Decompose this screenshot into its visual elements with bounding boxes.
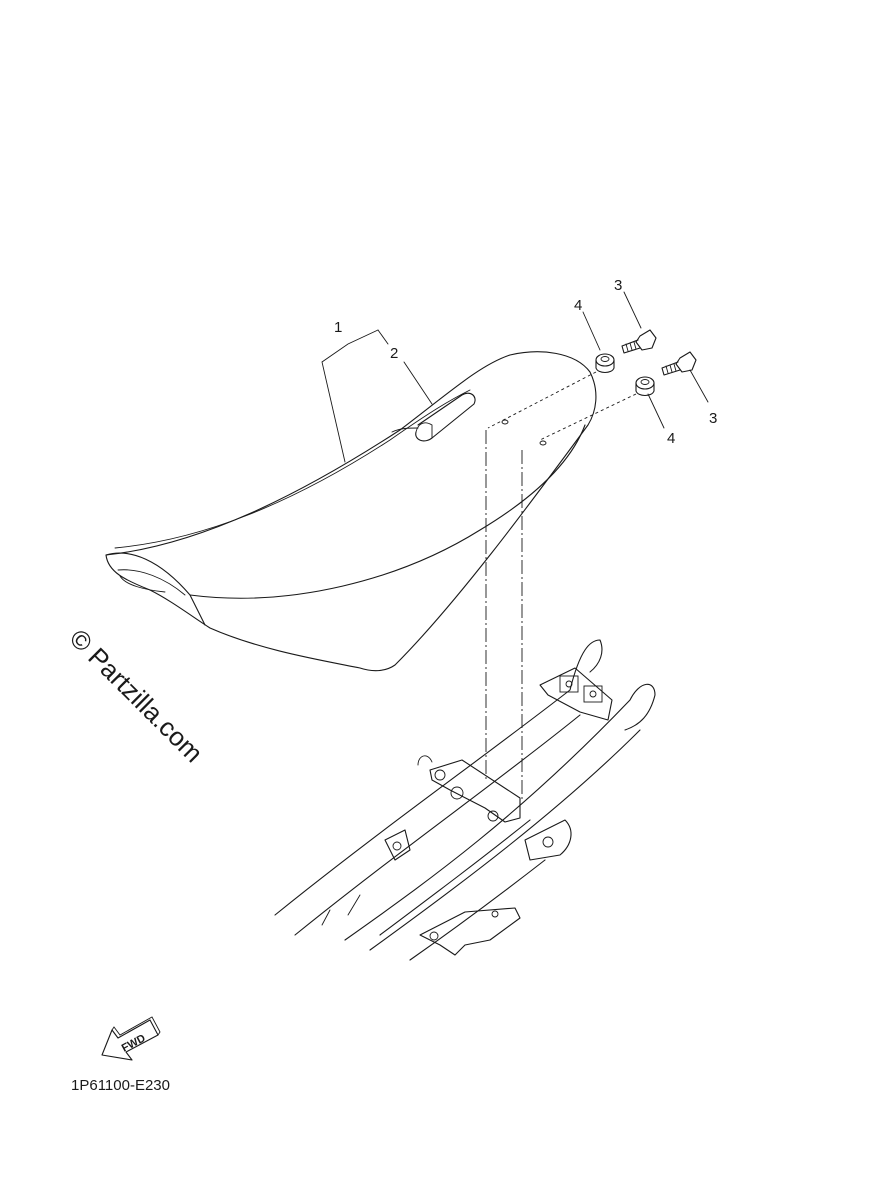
diagram-code: 1P61100-E230 (71, 1077, 170, 1094)
callout-part-2: 2 (390, 345, 398, 362)
collar-upper (595, 353, 615, 374)
assembly-lines (485, 371, 637, 800)
leader-lines (321, 291, 709, 463)
bolt-upper (621, 329, 657, 354)
callout-part-4-upper: 4 (574, 297, 582, 314)
frame-drawing (274, 639, 656, 961)
callout-part-3-upper: 3 (614, 277, 622, 294)
bolt-lower (661, 351, 697, 376)
callout-part-1: 1 (334, 319, 342, 336)
seat-drawing (105, 351, 597, 672)
callout-part-3-lower: 3 (709, 410, 717, 427)
fwd-arrow-icon: FWD (101, 1016, 161, 1061)
fwd-label: FWD (120, 1032, 148, 1054)
callout-part-4-lower: 4 (667, 430, 675, 447)
collar-lower (635, 376, 655, 397)
watermark-text: © Partzilla.com (64, 623, 209, 768)
